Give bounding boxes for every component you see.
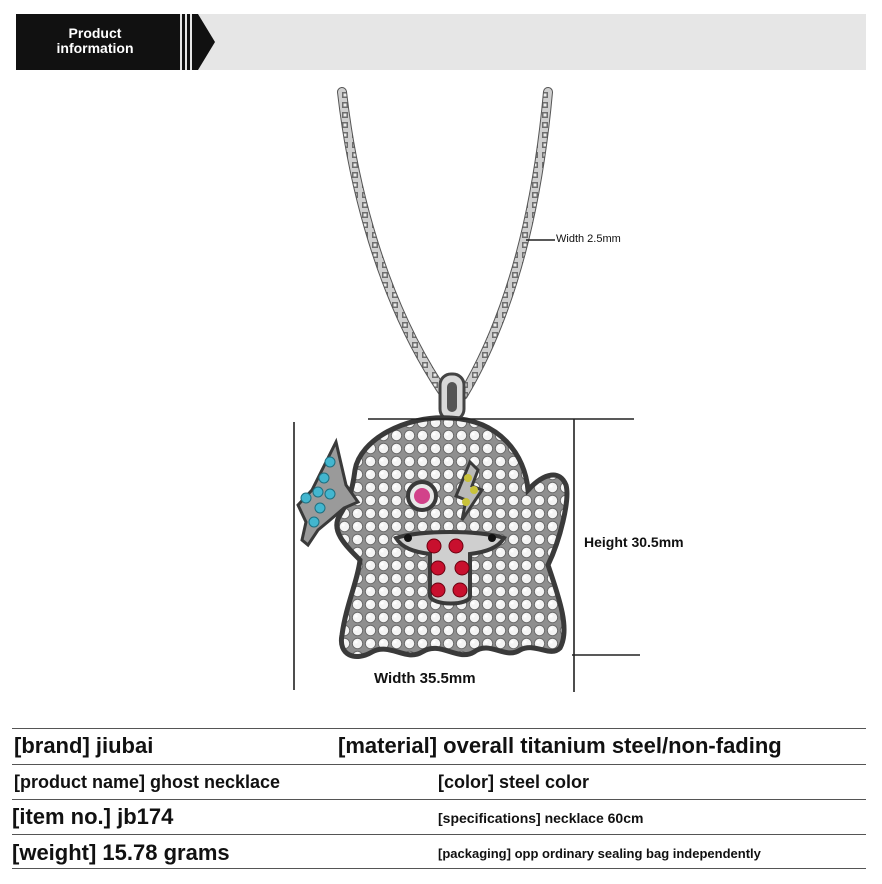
table-divider <box>12 834 866 835</box>
pendant-width-label: Width 35.5mm <box>374 670 476 687</box>
chain <box>337 87 553 400</box>
pendant-bail <box>438 372 466 422</box>
spec-specifications: [specifications] necklace 60cm <box>438 810 644 826</box>
banner-tab <box>16 14 215 70</box>
table-divider <box>12 764 866 765</box>
spec-product-name: [product name] ghost necklace <box>14 772 281 792</box>
ghost-pendant <box>296 415 570 659</box>
chain-width-label: Width 2.5mm <box>556 233 621 245</box>
banner-title-line1: Product <box>68 25 122 41</box>
table-divider <box>12 868 866 869</box>
product-image <box>293 87 640 692</box>
spec-weight: [weight] 15.78 grams <box>12 840 230 865</box>
header-banner: Product information <box>16 14 866 70</box>
table-divider <box>12 799 866 800</box>
table-divider <box>12 728 866 729</box>
banner-title: Product information <box>16 26 174 56</box>
spec-brand: [brand] jiubai <box>14 733 154 758</box>
banner-title-line2: information <box>56 40 134 56</box>
spec-material: [material] overall titanium steel/non-fa… <box>338 733 782 758</box>
pendant-height-label: Height 30.5mm <box>584 534 684 550</box>
spec-packaging: [packaging] opp ordinary sealing bag ind… <box>438 846 761 861</box>
spec-color: [color] steel color <box>438 772 590 792</box>
dimension-lines <box>293 239 640 692</box>
spec-item-no: [item no.] jb174 <box>12 804 174 829</box>
